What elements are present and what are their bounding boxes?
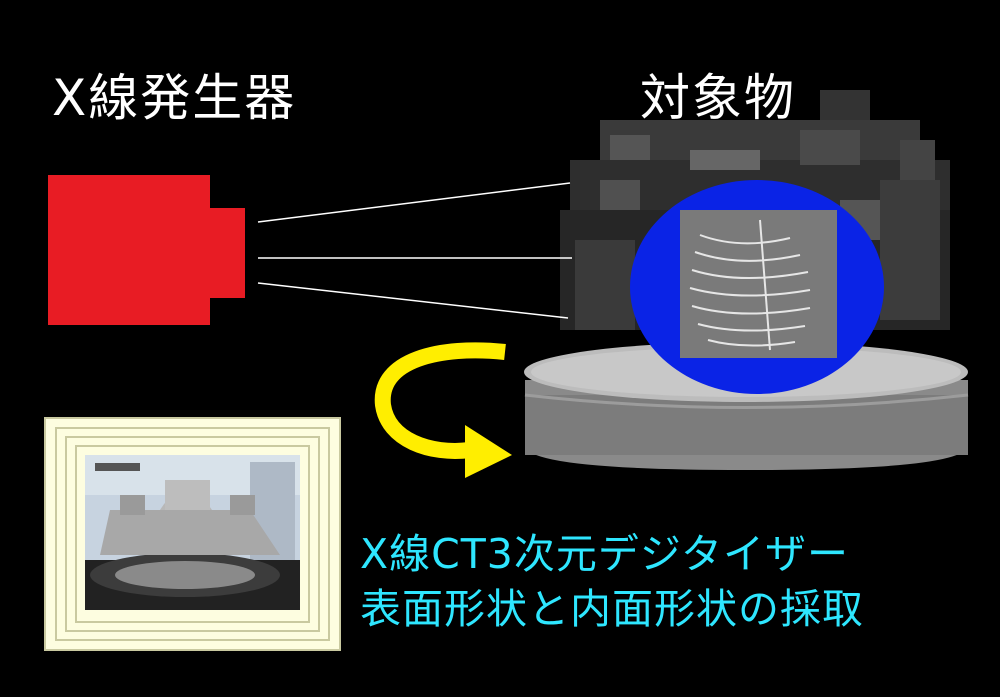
ct-machine-photo — [85, 455, 300, 610]
ct-sample-photo — [680, 210, 837, 358]
object-label: 対象物 — [640, 69, 796, 127]
caption-subtitle: 表面形状と内面形状の採取 — [360, 585, 864, 633]
xray-generator-block — [48, 175, 245, 325]
xray-generator-label: X線発生器 — [52, 69, 297, 127]
rotation-arrow — [374, 342, 512, 478]
xray-beams — [257, 182, 572, 319]
caption-title: X線CT3次元デジタイザー — [360, 530, 850, 578]
